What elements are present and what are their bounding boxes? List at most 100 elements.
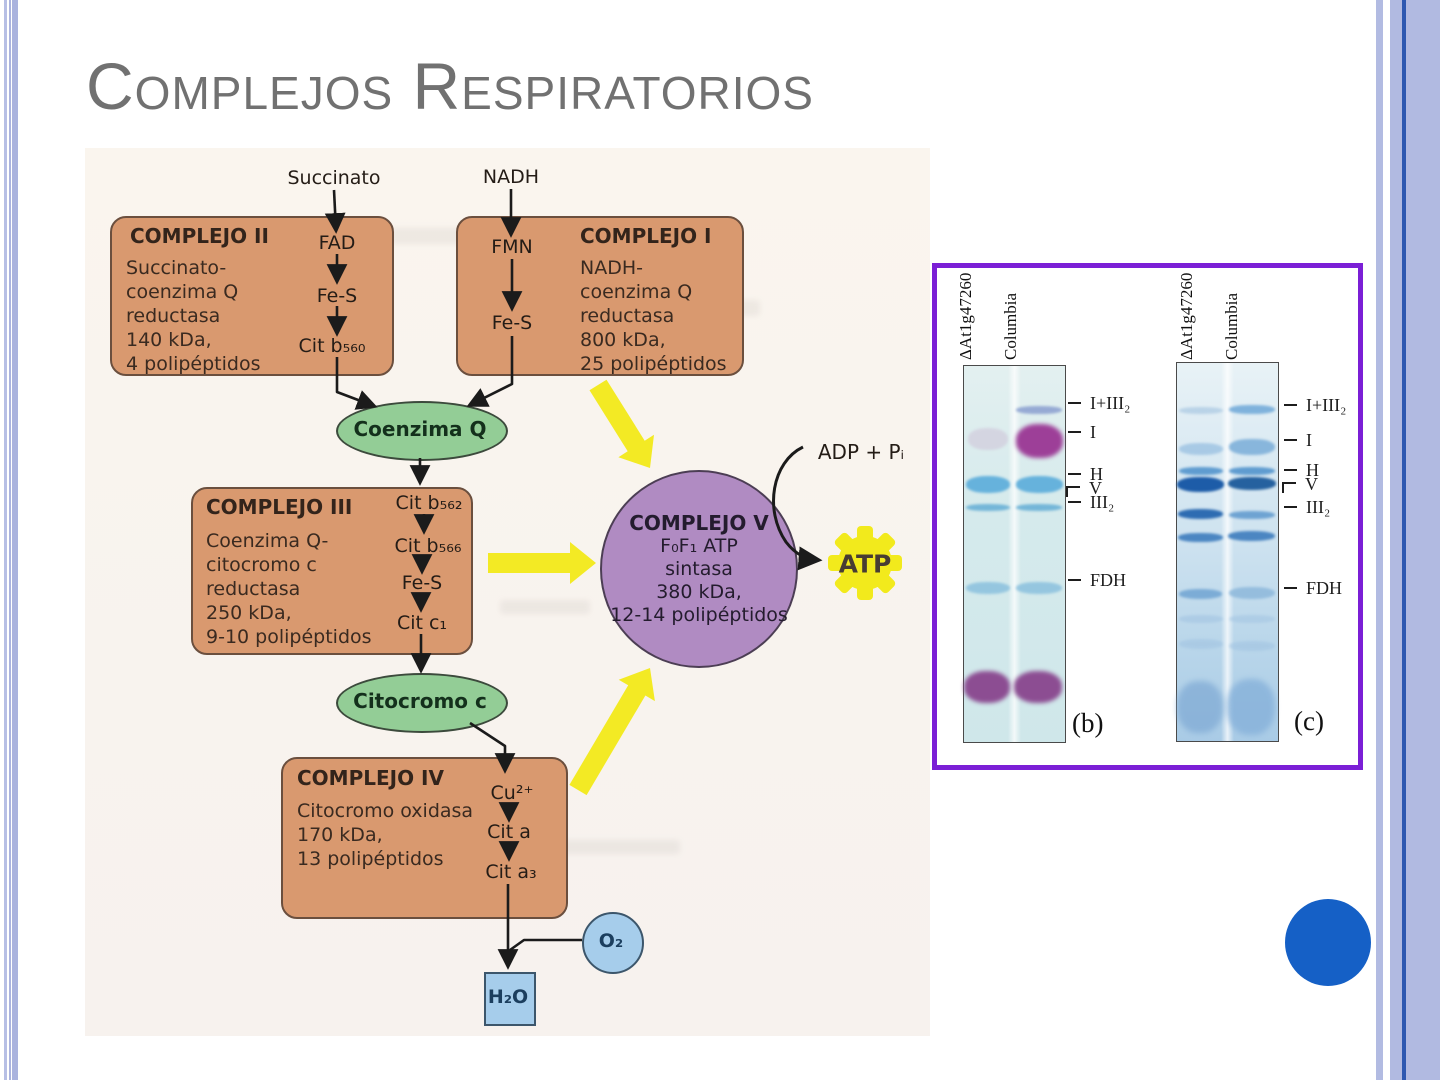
- cita-label: Cit a: [487, 821, 531, 843]
- band-label-row: V: [1282, 473, 1318, 495]
- band-label: V: [1089, 477, 1102, 498]
- band-label-row: I+III₂: [1068, 392, 1130, 414]
- complejo-v-line: 380 kDa,: [656, 580, 742, 603]
- gel-band: [966, 504, 1010, 511]
- band-label-row: FDH: [1068, 569, 1126, 591]
- complejo-ii-title: COMPLEJO II: [130, 224, 269, 248]
- band-tick: [1068, 501, 1081, 503]
- band-label: III₂: [1090, 491, 1115, 512]
- complejo-iv-box: [281, 757, 568, 919]
- fes-label-iii: Fe-S: [401, 572, 443, 594]
- complejo-v-line: F₀F₁ ATP: [660, 534, 738, 557]
- band-tick: [1284, 404, 1297, 406]
- gel-band: [1178, 509, 1223, 519]
- complejo-iii-title: COMPLEJO III: [206, 495, 353, 519]
- complejo-ii-description: Succinato- coenzima Q reductasa 140 kDa,…: [126, 257, 261, 375]
- complejo-ii-box: [110, 216, 394, 376]
- gel-band: [1177, 477, 1224, 492]
- gel-band: [1178, 533, 1223, 542]
- band-label-row: I: [1284, 429, 1312, 451]
- gel-band: [1016, 476, 1063, 493]
- left-stripe-2: [9, 0, 11, 1080]
- band-elbow-tick: [1066, 485, 1080, 497]
- gel-band: [1179, 639, 1223, 649]
- band-label-row: H: [1068, 463, 1103, 485]
- left-stripe-1: [4, 0, 7, 1080]
- band-label: H: [1306, 459, 1319, 480]
- gel-band: [1179, 589, 1222, 599]
- band-label-row: III₂: [1284, 496, 1330, 518]
- h2o-square: [484, 972, 536, 1026]
- gel-band: [966, 476, 1010, 493]
- band-tick: [1068, 473, 1081, 475]
- right-stripe-1: [1376, 0, 1383, 1080]
- band-label: V: [1305, 473, 1318, 494]
- right-stripe-2: [1390, 0, 1440, 1080]
- gel-band: [1228, 531, 1275, 541]
- band-label: I+III₂: [1090, 392, 1131, 413]
- gel-lane-gap: [1221, 363, 1234, 741]
- panel-b-label: (b): [1072, 708, 1104, 738]
- gel-c-lane2-label: Columbia: [1222, 292, 1241, 360]
- nadh-label: NADH: [482, 166, 540, 188]
- gel-panel-b: [963, 365, 1066, 743]
- cu-label: Cu²⁺: [490, 782, 534, 804]
- gel-band: [1228, 477, 1276, 490]
- band-label: I+III₂: [1306, 394, 1347, 415]
- gel-band: [1229, 511, 1275, 519]
- complejo-iii-description: Coenzima Q- citocromo c reductasa 250 kD…: [206, 530, 372, 648]
- complejo-v-line: sintasa: [665, 557, 733, 580]
- complejo-v-title: COMPLEJO V: [629, 510, 769, 535]
- gel-band: [966, 582, 1010, 594]
- o2-label: O₂: [598, 930, 624, 952]
- gel-band: [968, 428, 1008, 450]
- page-title: Complejos Respiratorios: [86, 49, 814, 123]
- o2-circle: [582, 912, 644, 974]
- fes-label-ii: Fe-S: [316, 285, 358, 307]
- panel-c-label: (c): [1294, 706, 1324, 736]
- gel-band: [1229, 641, 1275, 651]
- gel-panel-c: [1176, 362, 1279, 742]
- gel-band: [1229, 439, 1275, 455]
- citocromo-c-label: Citocromo c: [353, 689, 487, 713]
- gel-band: [1179, 407, 1223, 414]
- complejo-v-circle: COMPLEJO V F₀F₁ ATP sintasa 380 kDa, 12-…: [600, 470, 798, 668]
- scan-artifact: [500, 600, 590, 614]
- gel-band: [1179, 467, 1223, 475]
- scan-artifact: [560, 840, 680, 854]
- complejo-i-description: NADH- coenzima Q reductasa 800 kDa, 25 p…: [580, 257, 727, 375]
- fad-label: FAD: [318, 232, 356, 254]
- band-label: H: [1090, 463, 1103, 484]
- gel-band: [1016, 424, 1063, 458]
- gel-b-lane1-label: ΔAt1g47260: [956, 272, 975, 360]
- gel-band: [1179, 443, 1223, 455]
- band-label-row: I: [1068, 421, 1096, 443]
- band-label: FDH: [1306, 577, 1343, 598]
- blue-bullet-circle: [1285, 899, 1371, 986]
- band-elbow-tick: [1282, 481, 1296, 493]
- band-tick: [1068, 402, 1081, 404]
- fes-label-i: Fe-S: [491, 312, 533, 334]
- gel-band: [964, 671, 1010, 703]
- gel-lane-gap: [1008, 366, 1021, 742]
- citb560-label: Cit b₅₆₀: [298, 335, 366, 357]
- gel-band: [1229, 587, 1275, 599]
- left-stripe-3: [12, 0, 18, 1080]
- right-stripe-dark-line: [1402, 0, 1406, 1080]
- h2o-label: H₂O: [487, 986, 529, 1008]
- complejo-v-line: 12-14 polipéptidos: [610, 603, 788, 626]
- succinato-label: Succinato: [287, 167, 381, 189]
- gel-band: [1179, 615, 1223, 623]
- complejo-iv-description: Citocromo oxidasa 170 kDa, 13 polipéptid…: [297, 800, 474, 870]
- band-tick: [1284, 506, 1297, 508]
- band-tick: [1284, 587, 1297, 589]
- gel-band: [1016, 582, 1062, 594]
- band-label: I: [1090, 421, 1096, 442]
- fmn-label: FMN: [491, 236, 533, 258]
- gel-band: [1229, 615, 1275, 623]
- gel-band: [1229, 467, 1275, 475]
- band-label: I: [1306, 429, 1312, 450]
- band-tick: [1068, 579, 1081, 581]
- citb566-label: Cit b₅₆₆: [394, 535, 462, 557]
- band-label: FDH: [1090, 569, 1127, 590]
